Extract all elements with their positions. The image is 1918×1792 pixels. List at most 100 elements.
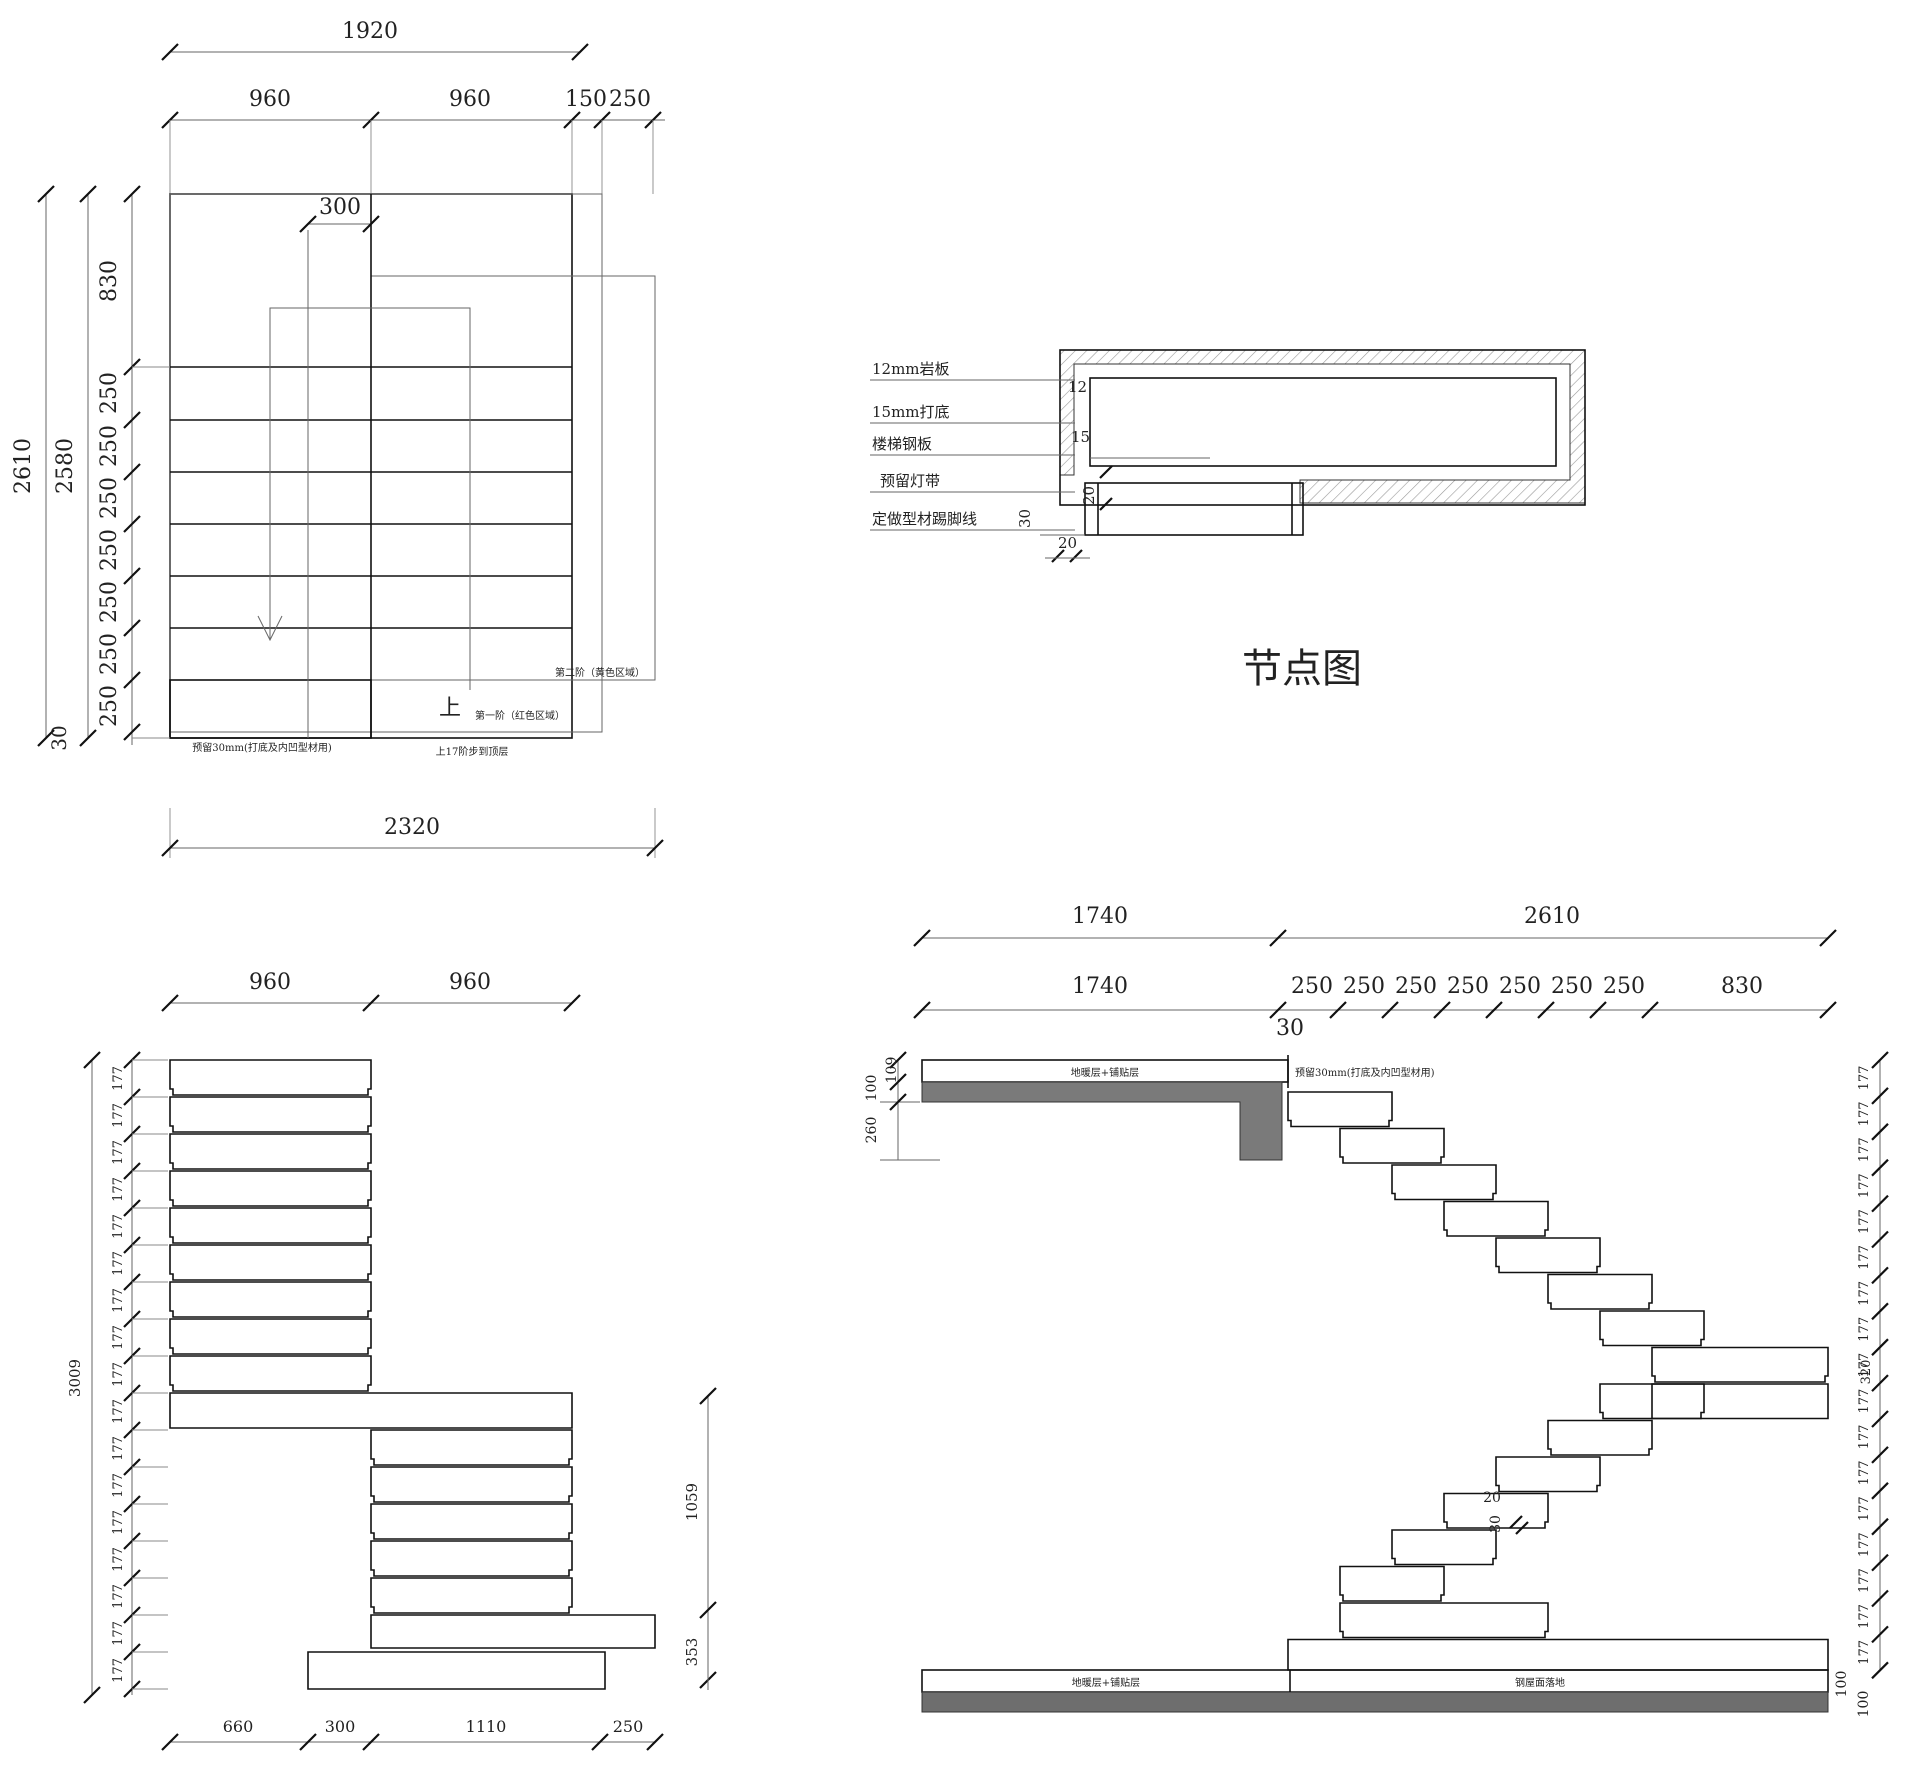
side-riser-tick [1871, 1338, 1889, 1356]
side-tread [1443, 1200, 1549, 1237]
node-label-light: 预留灯带 [880, 472, 940, 490]
plan-second-step-zone [170, 275, 656, 681]
front-upper-tread [169, 1318, 372, 1355]
side-riser-dims: 320 100 100 1771771771771771771771771771… [1834, 1051, 1889, 1717]
side-landing-slab [1651, 1383, 1829, 1420]
front-dim-1059: 1059 [683, 1483, 701, 1521]
side-riser-tick [1871, 1410, 1889, 1428]
plan-dim-250-3: 250 [97, 477, 122, 519]
side-dim-830: 830 [1721, 974, 1763, 999]
front-lower-tread [370, 1540, 573, 1577]
side-riser-tick [1871, 1266, 1889, 1285]
plan-dim-30: 30 [47, 725, 71, 750]
plan-top-dim-segments: 960 960 150 250 [161, 87, 665, 194]
front-first-step [370, 1614, 656, 1649]
side-tread [1339, 1565, 1445, 1602]
front-steps [169, 1059, 656, 1690]
plan-landing-outline [169, 193, 603, 733]
front-riser-label: 177 [111, 1103, 126, 1128]
side-dim-109: 109 [884, 1057, 900, 1084]
plan-view: 1920 960 960 150 250 [11, 19, 665, 858]
front-upper-tread [169, 1355, 372, 1392]
side-riser-label: 177 [1857, 1281, 1872, 1306]
plan-top-dim-total: 1920 [161, 19, 589, 61]
side-tread [1547, 1273, 1653, 1310]
side-detail-dim-20: 20 [1483, 1490, 1501, 1506]
front-upper-tread [169, 1170, 372, 1207]
front-right-dims: 1059 353 [683, 1387, 717, 1690]
plan-first-tread [169, 679, 372, 739]
side-riser-label: 177 [1857, 1389, 1872, 1414]
side-floor-label-top: 地暖层+铺贴层 [1071, 1066, 1139, 1079]
front-elevation: 960 960 3009 177177177177177177177177177… [66, 970, 717, 1751]
plan-treads [170, 194, 572, 738]
node-label-skirting: 定做型材踢脚线 [872, 510, 977, 528]
side-riser-label: 177 [1857, 1173, 1872, 1198]
side-dim-100: 100 [864, 1075, 880, 1102]
node-dim-30: 30 [1016, 509, 1034, 528]
node-label-steel: 楼梯钢板 [872, 435, 932, 453]
plan-second-step-label: 第二阶（黄色区域） [555, 666, 645, 679]
front-dim-3009: 3009 [66, 1359, 84, 1397]
front-riser-label: 177 [111, 1362, 126, 1387]
side-riser-tick [1871, 1517, 1889, 1536]
front-riser-label: 177 [111, 1473, 126, 1498]
front-riser-dims: 3009 17717717717717717717717717717717717… [66, 1051, 168, 1704]
plan-dim-250-4: 250 [97, 529, 122, 571]
side-riser-tick [1871, 1482, 1889, 1500]
side-detail-dims: 20 30 [1483, 1490, 1529, 1535]
side-dim-1740-b: 1740 [1072, 974, 1128, 999]
side-riser-label: 177 [1857, 1317, 1872, 1342]
side-dim-320: 320 [1859, 1360, 1874, 1385]
side-elevation: 1740 2610 1740 250 250 250 250 250 250 2… [864, 904, 1889, 1717]
node-dims: 12 15 20 30 20 [1016, 378, 1113, 563]
side-riser-label: 177 [1857, 1245, 1872, 1270]
plan-dim-1920: 1920 [342, 19, 398, 44]
side-dim-250-4: 250 [1447, 974, 1489, 999]
front-lower-tread [370, 1466, 573, 1503]
front-dim-250: 250 [613, 1717, 644, 1736]
side-riser-label: 177 [1857, 1137, 1872, 1162]
front-lower-tread [370, 1577, 573, 1614]
plan-dim-250-1: 250 [97, 372, 122, 414]
plan-bottom-dim: 2320 [161, 808, 664, 858]
front-riser-label: 177 [111, 1288, 126, 1313]
plan-dim-250-7: 250 [97, 685, 122, 727]
plan-note-label: 上17阶步到顶层 [436, 745, 509, 758]
node-label-base: 15mm打底 [872, 403, 950, 421]
plan-dim-2320: 2320 [384, 815, 440, 840]
node-detail: 12mm岩板 15mm打底 楼梯钢板 预留灯带 定做型材踢脚线 12 15 20… [870, 349, 1586, 692]
side-top-dims: 1740 2610 1740 250 250 250 250 250 250 2… [913, 904, 1837, 1041]
side-riser-tick [1871, 1087, 1889, 1105]
node-title: 节点图 [1242, 646, 1362, 692]
front-riser-label: 177 [111, 1584, 126, 1609]
side-riser-tick [1871, 1374, 1889, 1392]
side-dim-30: 30 [1276, 1016, 1304, 1041]
side-tread [1391, 1529, 1497, 1566]
side-floor-label-bottom-right: 钢屋面落地 [1515, 1676, 1565, 1689]
node-stone-cladding [1059, 349, 1586, 504]
side-upper-slab [921, 1081, 1283, 1161]
side-dim-100-a: 100 [1834, 1671, 1850, 1698]
side-riser-label: 177 [1857, 1425, 1872, 1450]
front-lower-tread [370, 1429, 573, 1466]
front-top-dims: 960 960 [161, 970, 581, 1012]
front-riser-label: 177 [111, 1140, 126, 1165]
side-dim-2610: 2610 [1524, 904, 1580, 929]
side-detail-dim-30: 30 [1488, 1515, 1504, 1533]
side-riser-tick [1871, 1194, 1889, 1213]
front-upper-tread [169, 1096, 372, 1133]
plan-first-step-label: 第一阶（红色区域） [475, 709, 565, 722]
front-base-step [307, 1651, 606, 1690]
side-riser-label: 177 [1857, 1066, 1872, 1091]
side-riser-label: 177 [1857, 1209, 1872, 1234]
side-tread [1339, 1127, 1445, 1164]
side-riser-tick [1871, 1123, 1889, 1141]
plan-dim-2580: 2580 [53, 438, 78, 494]
side-dim-250-7: 250 [1603, 974, 1645, 999]
front-riser-label: 177 [111, 1177, 126, 1202]
side-tread [1599, 1310, 1705, 1347]
node-steel-core [1089, 377, 1557, 467]
front-upper-tread [169, 1244, 372, 1281]
side-riser-tick [1871, 1302, 1889, 1321]
